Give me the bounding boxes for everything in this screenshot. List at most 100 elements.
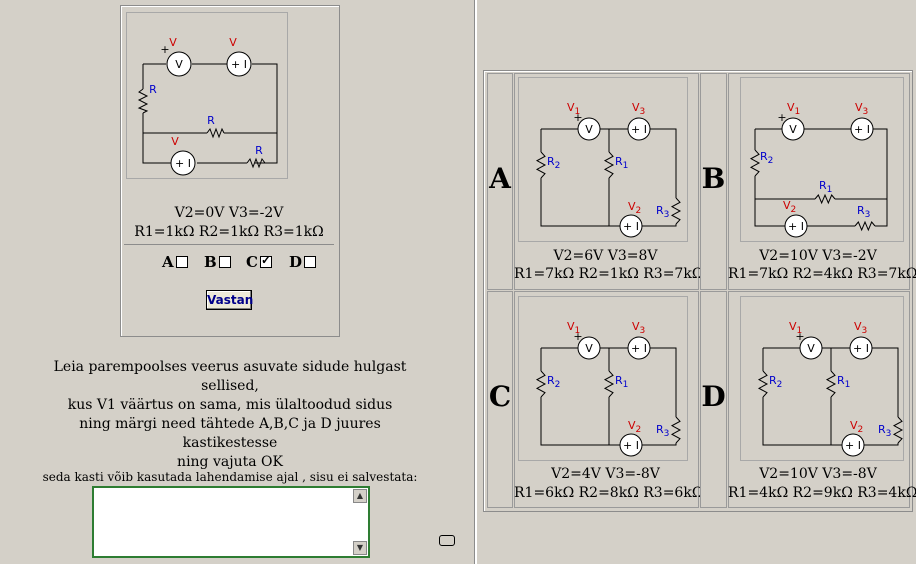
v3-label-a: V3 [632,101,645,117]
answer-values-d: V2=10V V3=-8V [759,466,877,482]
answers-panel [483,70,913,512]
r2-label-c: R2 [547,374,560,390]
v3-label-b: V3 [855,101,868,117]
v2-meter-glyph: + I [175,157,191,170]
wire-left [754,129,785,227]
r1-label-d: R1 [837,374,850,390]
r2-resistor-c [535,370,547,398]
r1-resistor-a [603,151,615,179]
pane-divider [474,0,477,564]
v2-meter-a-glyph: + I [623,220,639,233]
v1-meter-d-glyph: V [807,342,815,355]
option-a[interactable]: A [162,253,188,271]
plus-sign-d: + [795,330,804,343]
printer-icon[interactable] [439,535,455,546]
v3-meter-a [627,117,651,141]
v1-meter-glyph: V [175,58,183,71]
v1-label-c: V1 [567,320,580,336]
v1-meter-c [577,336,601,360]
r3-label-a: R3 [656,204,669,220]
r2-label-b: R2 [760,150,773,166]
v1-meter-c-glyph: V [585,342,593,355]
answer-resistors-a: R1=7kΩ R2=1kΩ R3=7kΩ [514,266,704,282]
v1-meter-b [781,117,805,141]
option-c[interactable]: C✓ [246,253,272,271]
answer-letter-b: B [701,162,726,195]
r1-label-b: R1 [819,179,832,195]
options-divider [124,244,334,245]
v2-meter-b [784,214,808,238]
answer-values-c: V2=4V V3=-8V [551,466,660,482]
checkbox-a[interactable] [175,256,188,268]
v3-meter-glyph: + I [231,58,247,71]
v1-meter-b-glyph: V [789,123,797,136]
v1-meter-a-glyph: V [585,123,593,136]
submit-button[interactable]: Vastan [206,290,253,310]
plus-sign-c: + [573,330,582,343]
v1-meter-a [577,117,601,141]
v2-meter-b-glyph: + I [788,220,804,233]
svg-text:+: + [160,43,169,56]
v2-label-d: V2 [850,419,863,435]
svg-text:V: V [171,135,179,148]
v3-meter-c [627,336,651,360]
scroll-up-icon[interactable]: ▲ [353,489,367,503]
scratch-textarea[interactable]: ▲ ▼ [92,486,370,558]
r2-resistor-b [749,149,761,177]
answer-resistors-b: R1=7kΩ R2=4kΩ R3=7kΩ [728,266,916,282]
wire-loop [540,347,677,446]
wire-loop [540,128,677,227]
scroll-down-icon[interactable]: ▼ [353,541,367,555]
instructions: Leia parempoolses veerus asuvate sidude … [53,359,407,470]
r3-resistor-d [892,416,904,444]
scratch-note: seda kasti võib kasutada lahendamise aja… [42,470,418,484]
v3-meter-d-glyph: + I [853,342,869,355]
plus-sign-b: + [777,111,786,124]
answer-letter-cell-b [700,73,727,290]
r1-resistor-d [825,370,837,398]
v1-label-a: V1 [567,101,580,117]
question-circuit: V + I + I + V V V R R R [126,12,288,179]
answer-resistors-c: R1=6kΩ R2=8kΩ R3=6kΩ [514,485,704,501]
answer-letter-cell-d [700,291,727,508]
checkbox-b[interactable] [218,256,231,268]
r1-resistor-b [814,193,836,205]
v1-label-d: V1 [789,320,802,336]
svg-text:R: R [255,144,263,157]
option-b[interactable]: B [204,253,231,271]
svg-text:V: V [169,36,177,49]
v3-meter-c-glyph: + I [631,342,647,355]
v2-meter-d [841,433,865,457]
option-d[interactable]: D [289,253,317,271]
v2-label-a: V2 [628,200,641,216]
answer-values-a: V2=6V V3=8V [553,248,658,264]
v2-meter-a [619,214,643,238]
wire-loop [762,347,899,446]
r2-resistor-a [535,151,547,179]
checkbox-d[interactable] [304,256,317,268]
r3-resistor-a [670,197,682,225]
r3-resistor-b [854,220,876,232]
answer-letter-cell-c [487,291,513,508]
checkbox-c[interactable]: ✓ [259,253,272,268]
question-panel [120,5,340,337]
answer-letter-d: D [701,380,726,413]
answer-letter-c: C [488,380,512,413]
v3-meter-a-glyph: + I [631,123,647,136]
v3-meter-b [850,117,874,141]
v3-meter-b-glyph: + I [854,123,870,136]
answer-letter-a: A [489,162,511,195]
v2-label-b: V2 [783,199,796,215]
v2-meter-c-glyph: + I [623,439,639,452]
answer-resistors-d: R1=4kΩ R2=9kΩ R3=4kΩ [728,485,916,501]
r1-label-c: R1 [615,374,628,390]
v3-meter-d [849,336,873,360]
question-circuit-drawing: V + I + I + V V V R R R [137,36,278,176]
v1-meter-d [799,336,823,360]
r3-resistor-c [670,416,682,444]
svg-text:V: V [229,36,237,49]
